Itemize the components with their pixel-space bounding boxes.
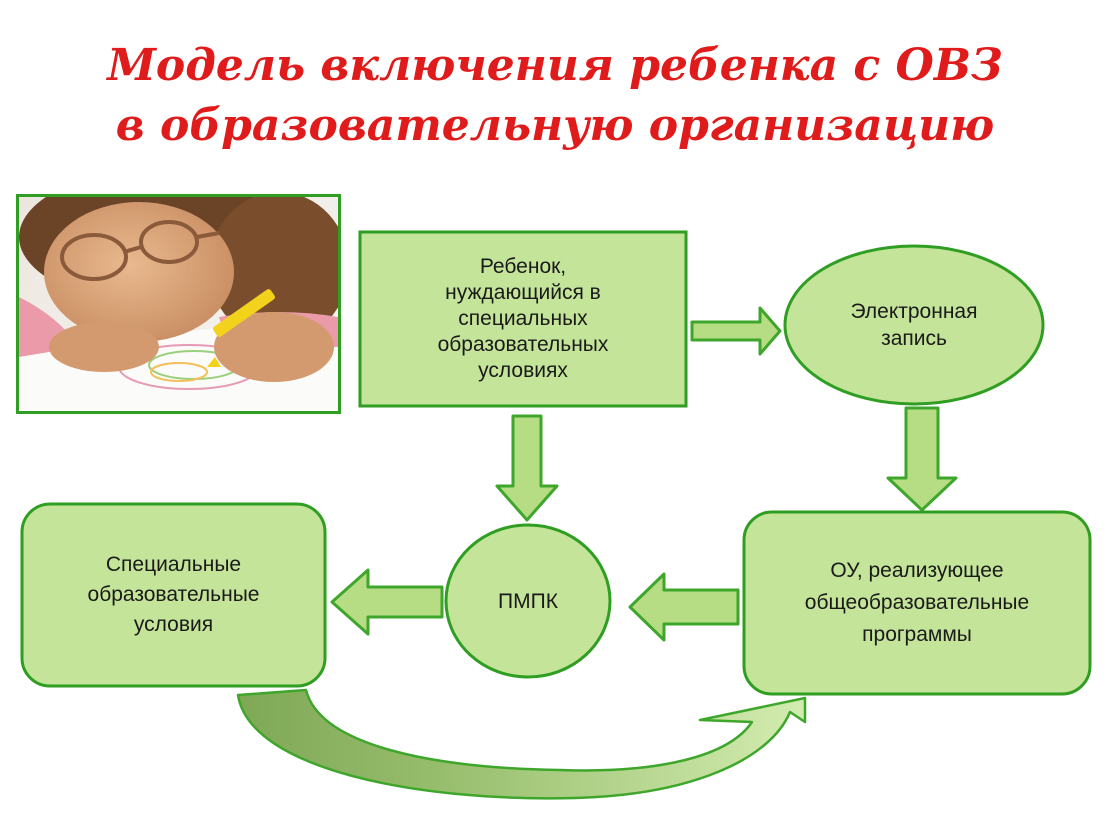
pmpk-circle bbox=[444, 523, 612, 679]
pmpk-label: ПМПК bbox=[446, 525, 610, 677]
title-line-2: в образовательную организацию bbox=[115, 100, 995, 151]
school-label: ОУ, реализующее общеобразовательные прог… bbox=[744, 512, 1090, 694]
electronic-line-2: запись bbox=[881, 327, 947, 350]
child-photo bbox=[16, 194, 341, 414]
special-line-2: образовательные bbox=[87, 583, 260, 606]
child-line-5: условиях bbox=[478, 359, 568, 382]
arrow-to-pmpk bbox=[495, 414, 559, 522]
school-box bbox=[742, 510, 1092, 696]
curved-arrow-return bbox=[236, 688, 807, 800]
child-line-4: образовательных bbox=[437, 333, 609, 356]
title-line-1: Модель включения ребенка с ОВЗ bbox=[107, 40, 1003, 91]
child-line-3: специальных bbox=[458, 307, 588, 330]
school-line-1: ОУ, реализующее bbox=[830, 559, 1004, 582]
child-line-2: нуждающийся в bbox=[445, 281, 601, 304]
special-line-1: Специальные bbox=[105, 553, 242, 576]
child-drawing-image bbox=[19, 197, 338, 411]
arrow-school-to-pmpk bbox=[628, 572, 740, 642]
electronic-record-ellipse bbox=[783, 244, 1045, 406]
child-box-label: Ребенок, нуждающийся в специальных образ… bbox=[360, 232, 686, 406]
electronic-record-label: Электронная запись bbox=[785, 246, 1043, 404]
child-line-1: Ребенок, bbox=[479, 255, 567, 278]
special-conditions-label: Специальные образовательные условия bbox=[22, 504, 325, 686]
school-line-3: программы bbox=[862, 623, 972, 646]
school-line-2: общеобразовательные bbox=[804, 591, 1030, 614]
arrow-to-electronic-record bbox=[690, 306, 782, 356]
electronic-line-1: Электронная bbox=[850, 300, 978, 323]
special-conditions-box bbox=[20, 502, 327, 688]
arrow-to-school bbox=[886, 406, 958, 512]
diagram-title: Модель включения ребенка с ОВЗ в образов… bbox=[0, 36, 1110, 156]
pmpk-text: ПМПК bbox=[498, 589, 558, 613]
child-box bbox=[358, 230, 688, 408]
arrow-to-special-conditions bbox=[330, 568, 444, 636]
special-line-3: условия bbox=[133, 613, 214, 636]
